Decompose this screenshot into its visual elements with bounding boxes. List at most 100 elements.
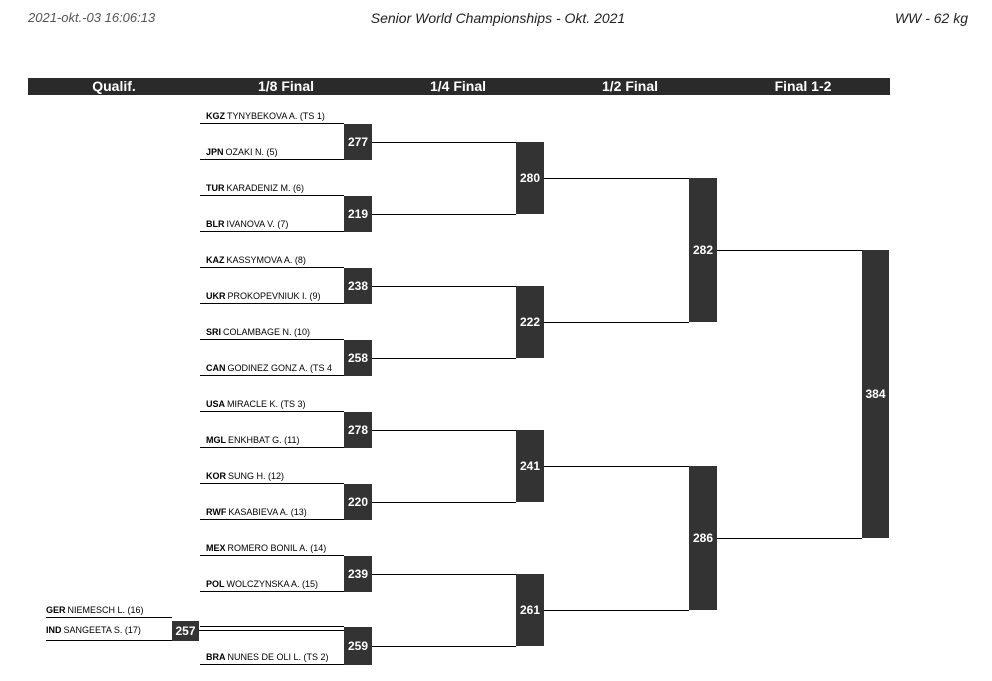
athlete-name: ENKHBAT G. (11) <box>228 435 300 445</box>
country-code: MGL <box>206 435 226 445</box>
entrant-line <box>200 231 344 232</box>
match-box-qualif: 257 <box>172 621 199 641</box>
qualif-entrant-line <box>46 640 172 641</box>
country-code: MEX <box>206 543 226 553</box>
country-code: TUR <box>206 183 225 193</box>
entrant-line <box>200 447 344 448</box>
weight-category: WW - 62 kg <box>894 10 968 26</box>
country-code: BLR <box>206 219 225 229</box>
athlete-name: IVANOVA V. (7) <box>226 219 289 229</box>
country-code: KOR <box>206 471 226 481</box>
round-label-eighth-final: 1/8 Final <box>257 78 315 94</box>
bracket-line <box>717 538 862 539</box>
match-box-eighth-final: 220 <box>344 484 372 520</box>
match-box-final: 384 <box>862 250 889 538</box>
country-code: USA <box>206 399 226 409</box>
match-box-eighth-final: 239 <box>344 556 372 592</box>
bracket-line <box>372 358 516 359</box>
match-box-quarter-final: 261 <box>516 574 544 646</box>
bracket-line <box>372 430 516 431</box>
bracket-line <box>544 610 689 611</box>
match-box-eighth-final: 259 <box>344 627 372 665</box>
bracket-line <box>717 250 862 251</box>
event-title: Senior World Championships - Okt. 2021 <box>370 10 626 26</box>
country-code: IND <box>46 625 62 635</box>
country-code: POL <box>206 579 225 589</box>
match-box-eighth-final: 238 <box>344 268 372 304</box>
entrant-line <box>200 195 344 196</box>
athlete-name: NIEMESCH L. (16) <box>67 605 144 615</box>
entrant-line <box>200 519 344 520</box>
country-code: RWF <box>206 507 227 517</box>
bracket-line <box>372 502 516 503</box>
entrant-line <box>200 339 344 340</box>
bracket-line <box>544 466 689 467</box>
entrant-line <box>200 159 344 160</box>
match-box-eighth-final: 258 <box>344 340 372 376</box>
athlete-name: KARADENIZ M. (6) <box>226 183 305 193</box>
athlete-name: SUNG H. (12) <box>228 471 285 481</box>
entrant-line <box>200 267 344 268</box>
country-code: GER <box>46 605 66 615</box>
athlete-name: TYNYBEKOVA A. (TS 1) <box>227 111 325 121</box>
round-header-bar: Qualif. 1/8 Final 1/4 Final 1/2 Final Fi… <box>28 78 890 95</box>
country-code: BRA <box>206 652 226 662</box>
bracket-line <box>544 178 689 179</box>
bracket-line <box>372 646 516 647</box>
athlete-name: GODINEZ GONZ A. (TS 4 <box>227 363 333 373</box>
country-code: CAN <box>206 363 226 373</box>
entrant-line <box>200 411 344 412</box>
bracket-line <box>372 574 516 575</box>
print-date: 2021-okt.-03 16:06:13 <box>28 10 156 25</box>
match-box-semi-final: 282 <box>689 178 717 322</box>
round-label-qualif: Qualif. <box>92 78 136 94</box>
entrant-line <box>200 123 344 124</box>
country-code: UKR <box>206 291 226 301</box>
match-box-quarter-final: 241 <box>516 430 544 502</box>
athlete-name: NUNES DE OLI L. (TS 2) <box>227 652 329 662</box>
match-box-quarter-final: 280 <box>516 142 544 214</box>
round-label-quarter-final: 1/4 Final <box>429 78 487 94</box>
match-box-quarter-final: 222 <box>516 286 544 358</box>
entrant-line <box>200 591 344 592</box>
match-box-eighth-final: 219 <box>344 196 372 232</box>
bracket-line <box>372 286 516 287</box>
entrant-line <box>200 375 344 376</box>
athlete-name: WOLCZYNSKA A. (15) <box>226 579 319 589</box>
match-box-eighth-final: 278 <box>344 412 372 448</box>
athlete-name: ROMERO BONIL A. (14) <box>227 543 327 553</box>
entrant-line <box>200 483 344 484</box>
country-code: KGZ <box>206 111 225 121</box>
athlete-name: PROKOPEVNIUK I. (9) <box>227 291 321 301</box>
round-label-semi-final: 1/2 Final <box>601 78 659 94</box>
qualif-winner-line <box>199 630 344 631</box>
match-box-semi-final: 286 <box>689 466 717 610</box>
entrant-line <box>200 555 344 556</box>
bracket-line <box>372 142 516 143</box>
athlete-name: SANGEETA S. (17) <box>63 625 141 635</box>
athlete-name: COLAMBAGE N. (10) <box>223 327 311 337</box>
match-box-eighth-final: 277 <box>344 124 372 160</box>
athlete-name: MIRACLE K. (TS 3) <box>227 399 306 409</box>
country-code: KAZ <box>206 255 225 265</box>
entrant-line <box>200 303 344 304</box>
bracket-line <box>544 322 689 323</box>
entrant-line <box>200 626 344 627</box>
bracket-line <box>372 214 516 215</box>
country-code: SRI <box>206 327 222 337</box>
